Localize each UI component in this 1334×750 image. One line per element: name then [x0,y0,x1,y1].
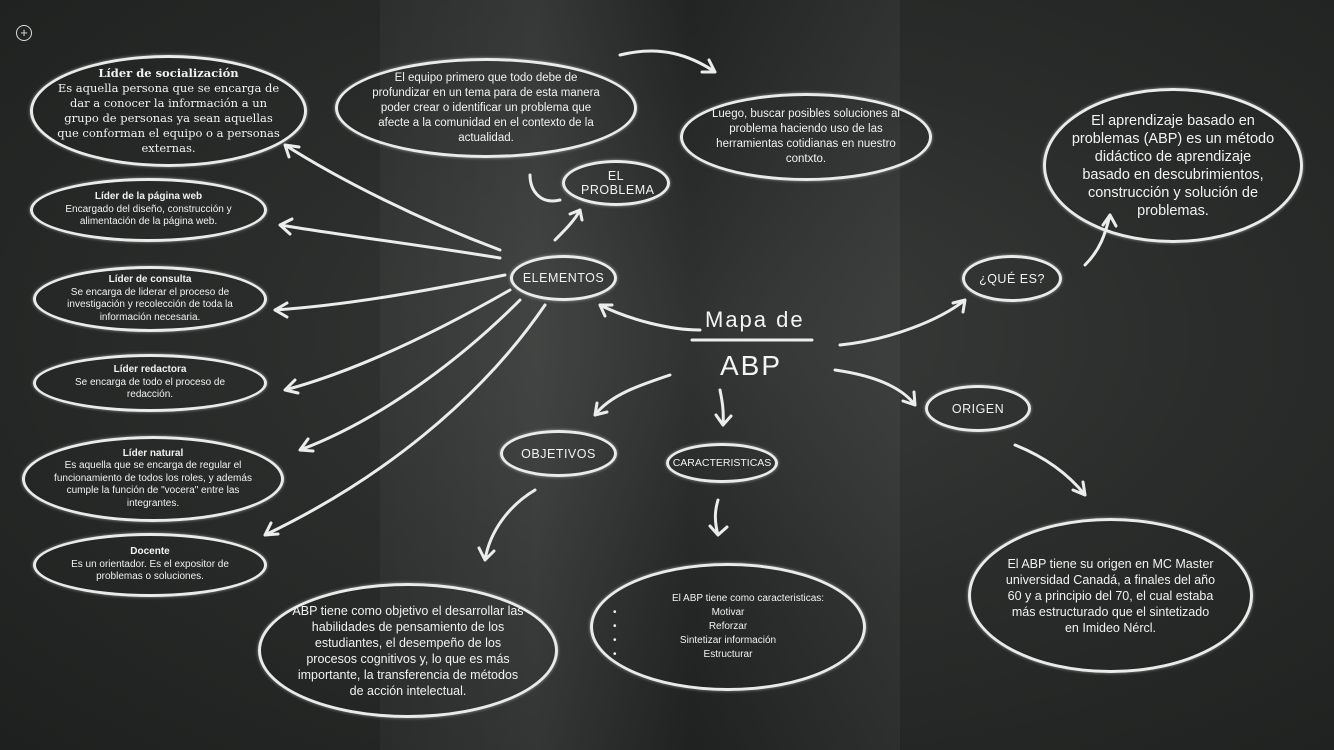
role-desc: Es un orientador. Es el expositor de pro… [71,558,229,583]
title-line2: ABP [720,350,783,381]
zoom-in-icon[interactable]: + [16,25,32,41]
definicion-description[interactable]: El aprendizaje basado en problemas (ABP)… [1043,88,1303,243]
node-elementos[interactable]: ELEMENTOS [510,255,617,301]
problema-description[interactable]: El equipo primero que todo debe de profu… [335,58,637,158]
node-label: EL PROBLEMA [581,169,655,197]
arrow-to-redactora [283,288,512,395]
arrow-to-origen [833,368,917,407]
node-que-es[interactable]: ¿QUÉ ES? [962,255,1062,302]
role-title: Líder redactora [113,364,187,376]
arrow-to-caracteristicas [714,388,733,427]
node-label: OBJETIVOS [521,446,596,461]
arrow-to-socializacion [283,143,502,252]
node-label: CARACTERISTICAS [672,457,772,469]
role-desc: Es aquella persona que se encarga de dar… [57,81,280,155]
node-caracteristicas[interactable]: CARACTERISTICAS [666,443,778,483]
list-item: Reforzar [613,620,843,634]
role-consulta[interactable]: Líder de consulta Se encarga de liderar … [33,266,267,332]
arrow-to-origen-desc [1013,443,1087,497]
role-title: Docente [130,546,170,558]
arrow-problema-desc [528,173,562,203]
node-label: ¿QUÉ ES? [979,271,1045,286]
arrow-to-docente [263,303,547,537]
list-item: Motivar [613,606,843,620]
role-desc: Se encarga de todo el proceso de redacci… [74,376,226,401]
arrow-to-problema [553,208,584,242]
title-line1: Mapa de [705,307,805,332]
origen-desc-text: El ABP tiene su origen en MC Master univ… [1005,556,1216,635]
node-label: ORIGEN [951,401,1005,416]
origen-description[interactable]: El ABP tiene su origen en MC Master univ… [968,518,1253,673]
soluciones-desc-text: Luego, buscar posibles soluciones al pro… [712,108,900,165]
role-redactora[interactable]: Líder redactora Se encarga de todo el pr… [33,354,267,412]
objetivos-desc-text: ABP tiene como objetivo el desarrollar l… [292,603,524,698]
definicion-text: El aprendizaje basado en problemas (ABP)… [1071,112,1275,219]
list-item: Estructurar [613,648,843,662]
arrow-to-consulta [273,273,507,319]
objetivos-description[interactable]: ABP tiene como objetivo el desarrollar l… [258,583,558,718]
arrow-to-objetivos-desc [477,488,537,562]
caract-intro: El ABP tiene como caracteristicas: [671,593,825,604]
role-title: Líder de la página web [94,191,203,203]
arrow-to-caract-desc [708,498,729,537]
node-objetivos[interactable]: OBJETIVOS [500,430,617,477]
arrow-to-natural [298,298,522,453]
role-desc: Se encarga de liderar el proceso de inve… [67,286,233,323]
node-el-problema[interactable]: EL PROBLEMA [562,160,670,206]
role-desc: Encargado del diseño, construcción y ali… [65,203,232,228]
caract-list: Motivar Reforzar Sintetizar información … [613,606,843,662]
role-desc: Es aquella que se encarga de regular el … [54,460,252,509]
role-title: Líder de socialización [98,66,239,80]
node-origen[interactable]: ORIGEN [925,385,1031,432]
arrow-to-web [278,217,502,260]
list-item: Sintetizar información [613,634,843,648]
soluciones-description[interactable]: Luego, buscar posibles soluciones al pro… [680,93,932,181]
role-docente[interactable]: Docente Es un orientador. Es el exposito… [33,533,267,597]
arrow-to-soluciones [618,49,717,74]
role-socializacion[interactable]: Líder de socialización Es aquella person… [30,55,307,167]
problema-desc-text: El equipo primero que todo debe de profu… [372,71,600,144]
role-pagina-web[interactable]: Líder de la página web Encargado del dis… [30,178,267,242]
role-natural[interactable]: Líder natural Es aquella que se encarga … [22,436,284,522]
arrow-to-elementos [598,303,702,332]
role-title: Líder de consulta [108,274,192,285]
node-label: ELEMENTOS [522,271,605,285]
arrow-to-que-es [838,298,967,347]
role-title: Líder natural [122,447,184,459]
caracteristicas-description[interactable]: El ABP tiene como caracteristicas: Motiv… [590,563,866,691]
arrow-to-objetivos [593,373,672,417]
